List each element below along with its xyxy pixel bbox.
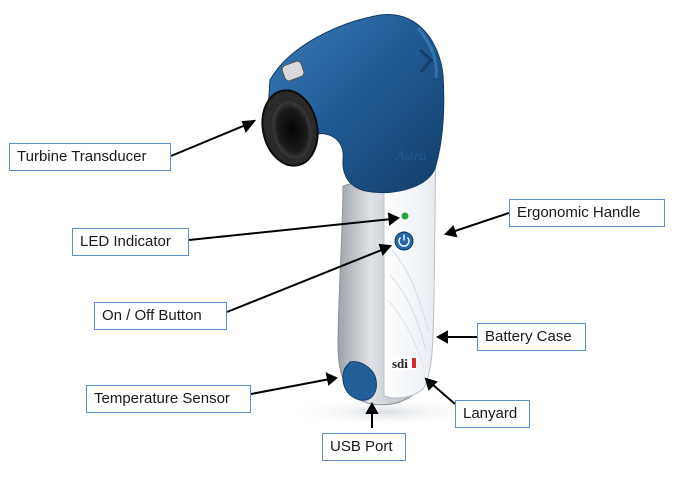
arrow-lanyard (431, 383, 456, 405)
arrow-led (188, 218, 393, 241)
brand-mark: Astra (395, 149, 426, 164)
arrow-onoff (226, 248, 385, 313)
arrow-ergo (451, 212, 510, 233)
label-on-off-button: On / Off Button (94, 302, 227, 330)
power-icon (398, 237, 410, 247)
sdi-logo: sdi (390, 356, 416, 371)
label-lanyard: Lanyard (455, 400, 530, 428)
label-usb-port: USB Port (322, 433, 406, 461)
power-button[interactable] (394, 231, 414, 251)
led-indicator (401, 212, 409, 220)
floor-shadow (290, 398, 480, 426)
label-temperature-sensor: Temperature Sensor (86, 385, 251, 413)
label-turbine-transducer: Turbine Transducer (9, 143, 171, 171)
arrow-turbine (170, 123, 249, 157)
turbine-housing (267, 14, 445, 194)
callout-arrows (170, 119, 510, 428)
label-led-indicator: LED Indicator (72, 228, 189, 256)
mouthpiece-bore (272, 101, 312, 159)
label-ergonomic-handle: Ergonomic Handle (509, 199, 665, 227)
temperature-sensor (342, 361, 377, 401)
arrow-temp (250, 378, 331, 395)
label-battery-case: Battery Case (477, 323, 586, 351)
svg-text:sdi: sdi (392, 356, 408, 371)
